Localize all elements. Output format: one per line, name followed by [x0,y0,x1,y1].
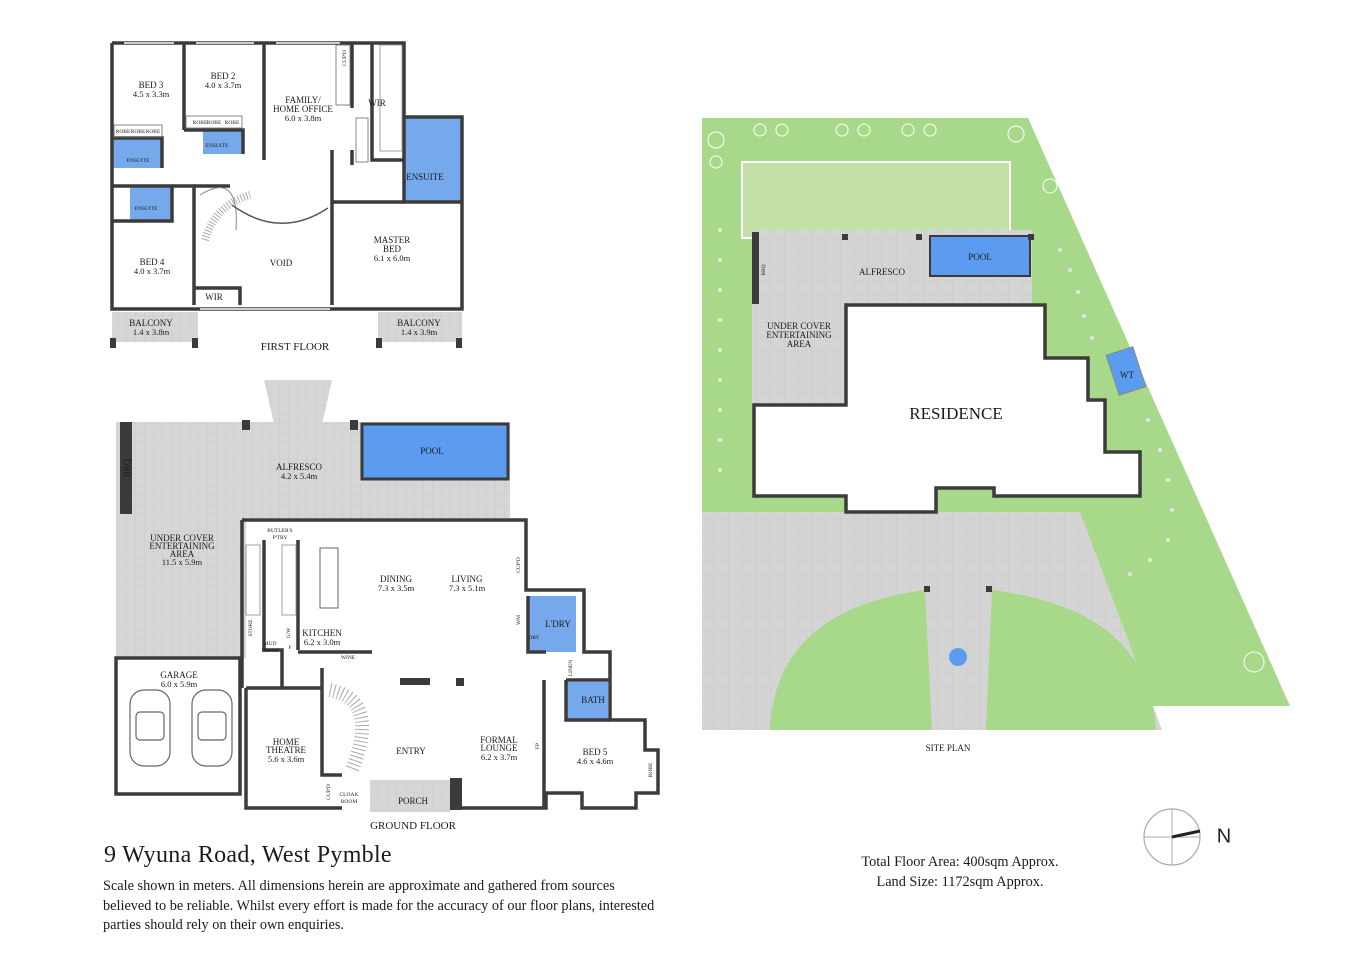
bed4-label: BED 4 [140,257,165,267]
gf-alfresco-dim: 4.2 x 5.4m [281,471,318,481]
car-icon [129,689,233,767]
void-label: VOID [270,258,293,268]
site-bbq-label: BBQ [761,264,767,275]
gf-undercover-label-3: AREA [170,549,195,559]
ground-floor-plan: POOL ALFRESCO 4.2 x 5.4m BBQ UNDER COVER… [114,380,660,832]
home-office-label: HOME OFFICE [273,104,333,114]
ensuite-master-label: ENSUITE [406,172,444,182]
wm-label: WM [516,615,522,625]
wine-label: WINE [341,655,356,661]
wir2-label: WIR [205,292,223,302]
robe-label: ROBE [116,129,131,135]
mudroom-label-2: ROOM [262,648,279,654]
laundry-label: L'DRY [545,619,571,629]
balcony-left-dim: 1.4 x 3.8m [133,327,170,337]
gf-pool-label: POOL [420,446,444,456]
wir-label: WIR [368,98,386,108]
fireplace-label: FP [535,743,541,749]
bath-label: BATH [581,695,605,705]
store-label: STORE [248,619,254,637]
master-bed-label-2: BED [383,244,402,254]
bed5-robe-label: ROBE [648,762,654,777]
gf-undercover-label: UNDER COVER [150,533,214,543]
gf-bbq-label: BBQ [122,458,132,477]
cloak-room-label-2: ROOM [341,799,358,805]
area-summary: Total Floor Area: 400sqm Approx. Land Si… [810,852,1110,892]
site-undercover-label-3: AREA [787,339,812,349]
bed4-dim: 4.0 x 3.7m [134,266,171,276]
butlers-pantry-label-2: P'TRY [273,535,288,541]
living-dim: 7.3 x 5.1m [449,583,486,593]
gf-undercover-dim: 11.5 x 5.9m [162,557,203,567]
site-pool-label: POOL [968,252,992,262]
site-plan-label: SITE PLAN [926,743,971,753]
home-theatre-label-2: THEATRE [266,745,306,755]
formal-lounge-label-2: LOUNGE [481,743,518,753]
kitchen-label: KITCHEN [302,628,342,638]
compass-north-label: N [1217,825,1231,847]
family-dim: 6.0 x 3.8m [285,113,322,123]
land-size: Land Size: 1172sqm Approx. [876,874,1044,890]
bed2-label: BED 2 [211,71,236,81]
butlers-pantry-label: BUTLER'S [267,528,292,534]
disclaimer-text: Scale shown in meters. All dimensions he… [103,878,655,933]
water-tank-label: WT [1120,370,1134,380]
formal-lounge-dim: 6.2 x 3.7m [481,752,518,762]
cloak-cupd-label: CUP'D [326,784,332,800]
dryer-label: DRY [528,635,539,641]
first-floor-plan: BED 3 4.5 x 3.3m BED 2 4.0 x 3.7m FAMILY… [110,41,464,353]
bed3-dim: 4.5 x 3.3m [133,89,170,99]
cloak-room-label: CLOAK [340,792,359,798]
residence-label: RESIDENCE [909,404,1003,423]
total-floor-area: Total Floor Area: 400sqm Approx. [861,854,1059,870]
entry-label: ENTRY [396,746,426,756]
fridge-label: F [288,645,291,651]
home-theatre-dim: 5.6 x 3.6m [268,754,305,764]
robe-label: ROBE [207,120,222,126]
linen-label: LINEN [568,660,574,677]
mudroom-label: MUD [264,641,277,647]
ensuite-bed4-label: ENSUITE [135,206,159,212]
property-address: 9 Wyuna Road, West Pymble [104,842,392,868]
site-plan: RESIDENCE POOL ALFRESCO BBQ UNDER COVER … [702,118,1290,753]
kitchen-dim: 6.2 x 3.0m [304,637,341,647]
ensuite-bed3-label: ENSUITE [127,158,151,164]
ensuite-bed2-label: ENSUITE [206,143,230,149]
dining-label: DINING [380,574,412,584]
laundry-cupd-label: CUP'D [516,557,522,573]
gf-alfresco-label: ALFRESCO [276,462,323,472]
robe-label: ROBE [131,129,146,135]
first-floor-label: FIRST FLOOR [261,341,330,353]
site-undercover-label: UNDER COVER [767,321,831,331]
balcony-right-dim: 1.4 x 3.9m [401,327,438,337]
robe-label: ROBE [225,120,240,126]
bed5-dim: 4.6 x 4.6m [577,756,614,766]
bed2-dim: 4.0 x 3.7m [205,80,242,90]
formal-lounge-label: FORMAL [480,735,518,745]
living-label: LIVING [452,574,483,584]
cupd-label: CUP'D [342,50,348,66]
family-label: FAMILY/ [285,95,321,105]
bed5-label: BED 5 [583,747,608,757]
gw-label: G/W [286,627,292,639]
balcony-left-label: BALCONY [129,318,173,328]
home-theatre-label: HOME [273,737,300,747]
dining-dim: 7.3 x 3.5m [378,583,415,593]
garage-dim: 6.0 x 5.9m [161,679,198,689]
porch-label: PORCH [398,796,429,806]
site-alfresco-label: ALFRESCO [859,267,906,277]
garage-label: GARAGE [160,670,198,680]
master-bed-dim: 6.1 x 6.0m [374,253,411,263]
balcony-right-label: BALCONY [397,318,441,328]
bed3-label: BED 3 [139,80,164,90]
gf-undercover-label-2: ENTERTAINING [149,541,215,551]
site-undercover-label-2: ENTERTAINING [766,330,832,340]
garden-hedge [718,228,1174,576]
robe-label: ROBE [193,120,208,126]
robe-label: ROBE [146,129,161,135]
compass-icon: N [1143,808,1231,866]
ground-floor-label: GROUND FLOOR [370,820,457,832]
master-bed-label: MASTER [374,235,411,245]
